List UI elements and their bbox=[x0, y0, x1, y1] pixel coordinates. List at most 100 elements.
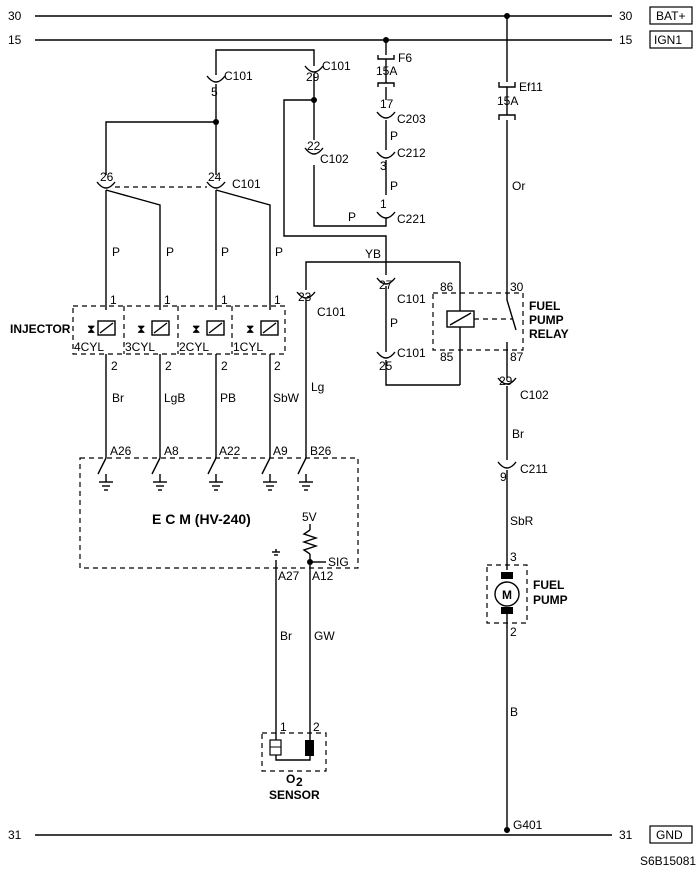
fuel-pump-label-1: FUEL bbox=[533, 578, 564, 592]
c212-connector bbox=[376, 151, 396, 159]
o2-pin-2: 2 bbox=[313, 720, 320, 734]
ecm-pin-a22: A22 bbox=[219, 444, 241, 458]
ecm-5v-label: 5V bbox=[302, 510, 317, 524]
figure-id: S6B15081 bbox=[640, 854, 696, 868]
wire-color-sbr: SbR bbox=[510, 514, 534, 528]
inj3-pin-1: 1 bbox=[164, 293, 171, 307]
inj2-pin-2: 2 bbox=[221, 359, 228, 373]
c101-pin-27: 27 bbox=[379, 278, 393, 292]
c101-29-label: C101 bbox=[322, 59, 351, 73]
c102-22-label: C102 bbox=[320, 152, 349, 166]
relay-label-1: FUEL bbox=[529, 299, 560, 313]
c101-pin-23: 23 bbox=[298, 290, 312, 304]
pump-brush-top bbox=[501, 572, 513, 579]
wire-color-p-inj4: P bbox=[112, 245, 120, 259]
ecm-title: E C M (HV-240) bbox=[152, 511, 251, 527]
c221-pin: 1 bbox=[380, 197, 387, 211]
wire-color-br-o2: Br bbox=[280, 629, 292, 643]
gnd-rail-left-number: 31 bbox=[8, 828, 22, 842]
relay-label-2: PUMP bbox=[529, 313, 564, 327]
wire-color-p-c203: P bbox=[390, 129, 398, 143]
inj4-valve-icon: ⧗ bbox=[87, 322, 95, 336]
wire-color-p-c101: P bbox=[390, 316, 398, 330]
c211-pin: 9 bbox=[500, 470, 507, 484]
c212-pin: 3 bbox=[380, 159, 387, 173]
c101-25-label: C101 bbox=[397, 346, 426, 360]
inj3-name: 3CYL bbox=[125, 340, 155, 354]
ecm: A26 A8 A22 A9 B26 bbox=[79, 444, 359, 583]
o2-sensor-box bbox=[261, 732, 327, 772]
ecm-driver-a8 bbox=[151, 457, 167, 491]
ecm-sig-label: SIG bbox=[328, 555, 349, 569]
ign-rail-right-number: 15 bbox=[619, 33, 633, 47]
f6-fuse-rating: 15A bbox=[376, 64, 397, 78]
relay-pin-30: 30 bbox=[510, 280, 524, 294]
c102-29-connector bbox=[497, 377, 517, 385]
wire-color-br-inj4: Br bbox=[112, 391, 124, 405]
gnd-label-box bbox=[649, 825, 693, 844]
c102-label: C102 bbox=[520, 388, 549, 402]
c221-label: C221 bbox=[397, 212, 426, 226]
c203-label: C203 bbox=[397, 112, 426, 126]
wire-color-p-c212: P bbox=[390, 179, 398, 193]
pump-motor-symbol: M bbox=[502, 588, 512, 602]
f6-fuse-name: F6 bbox=[398, 51, 412, 65]
ign-rail: 15 15 IGN1 bbox=[8, 30, 693, 49]
bat-label: BAT+ bbox=[656, 9, 685, 23]
bat-label-box bbox=[649, 6, 693, 25]
c101-5-label: C101 bbox=[224, 69, 253, 83]
wire-color-p-inj3: P bbox=[166, 245, 174, 259]
injector-3cyl: 1 ⧗ 3CYL 2 bbox=[125, 293, 172, 373]
wire-color-or: Or bbox=[512, 179, 525, 193]
injector-1cyl: 1 ⧗ 1CYL 2 bbox=[233, 293, 281, 373]
c101-5-connector bbox=[206, 75, 226, 83]
injector-2cyl: 1 ⧗ 2CYL 2 bbox=[179, 293, 228, 373]
c102-pin-29: 29 bbox=[499, 374, 513, 388]
o2-label-sensor: SENSOR bbox=[269, 788, 320, 802]
fuel-pump-feed-branch: Ef11 15A Or 29 C102 Br 9 C211 SbR 3 M FU… bbox=[486, 13, 568, 830]
pump-pin-2: 2 bbox=[510, 625, 517, 639]
inj4-pin-1: 1 bbox=[110, 293, 117, 307]
inj1-pin-1: 1 bbox=[274, 293, 281, 307]
inj2-name: 2CYL bbox=[179, 340, 209, 354]
c203-connector bbox=[376, 111, 396, 119]
inj4-name: 4CYL bbox=[74, 340, 104, 354]
ef11-fuse-rating: 15A bbox=[497, 94, 518, 108]
ecm-pullup-resistor bbox=[301, 529, 319, 555]
c101-24-connector bbox=[206, 181, 226, 189]
c101-26-connector bbox=[96, 181, 116, 189]
c101-pin-26: 26 bbox=[100, 170, 114, 184]
o2-label-subscript: 2 bbox=[296, 775, 303, 789]
inj2-valve-icon: ⧗ bbox=[192, 322, 200, 336]
wire-color-p-inj1: P bbox=[275, 245, 283, 259]
inj3-pin-2: 2 bbox=[165, 359, 172, 373]
injector-label: INJECTOR bbox=[10, 322, 71, 336]
pump-motor-circle bbox=[494, 581, 520, 607]
pump-pin-3: 3 bbox=[510, 550, 517, 564]
wire-color-b: B bbox=[510, 705, 518, 719]
ecm-pin-a12: A12 bbox=[312, 569, 334, 583]
relay-pin-86: 86 bbox=[440, 280, 454, 294]
ecm-driver-a22 bbox=[207, 457, 223, 491]
bat-rail-right-number: 30 bbox=[619, 9, 633, 23]
c101-27-connector bbox=[376, 277, 396, 285]
c211-connector bbox=[497, 461, 517, 469]
inj1-pin-2: 2 bbox=[274, 359, 281, 373]
ecm-dashed-box bbox=[79, 457, 359, 569]
fuel-pump-label-2: PUMP bbox=[533, 593, 568, 607]
wire-color-sbw: SbW bbox=[273, 391, 300, 405]
ign-label-box bbox=[649, 30, 693, 49]
o2-sensing-element bbox=[305, 740, 314, 756]
c101-23-connector bbox=[296, 291, 316, 299]
gnd-label: GND bbox=[656, 828, 683, 842]
o2-pin-1: 1 bbox=[280, 720, 287, 734]
c101-23-label: C101 bbox=[317, 305, 346, 319]
wire-color-p-inj2: P bbox=[221, 245, 229, 259]
injector-4cyl: 1 ⧗ 4CYL 2 bbox=[74, 293, 118, 373]
c101-29-connector bbox=[304, 65, 324, 73]
o2-sensor-circuit: Br GW 1 2 O 2 SENSOR bbox=[261, 560, 335, 802]
ign-rail-left-number: 15 bbox=[8, 33, 22, 47]
relay-dashed-box bbox=[432, 292, 524, 351]
wire-color-lgb: LgB bbox=[164, 391, 185, 405]
